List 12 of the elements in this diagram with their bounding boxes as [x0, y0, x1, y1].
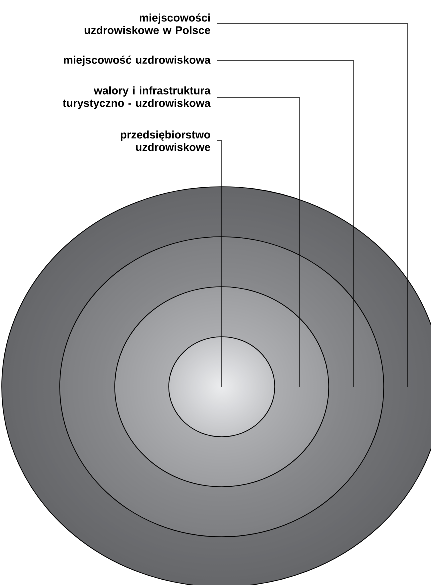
ring: [168, 336, 276, 438]
layer-label: miejscowość uzdrowiskowa: [64, 56, 211, 66]
leader-line: [216, 98, 300, 388]
ring: [114, 286, 330, 488]
leader-line: [216, 24, 408, 388]
layer-label: walory i infrastruktura turystyczno - uzdrowiskowa: [63, 86, 211, 110]
ring: [60, 236, 384, 538]
layer-label: przedsiębiorstwo uzdrowiskowe: [121, 130, 210, 152]
layer-label: miejscowości uzdrowiskowe w Polsce: [84, 14, 210, 34]
ring: [2, 186, 431, 585]
leader-line: [216, 140, 222, 388]
leader-line: [216, 60, 354, 388]
